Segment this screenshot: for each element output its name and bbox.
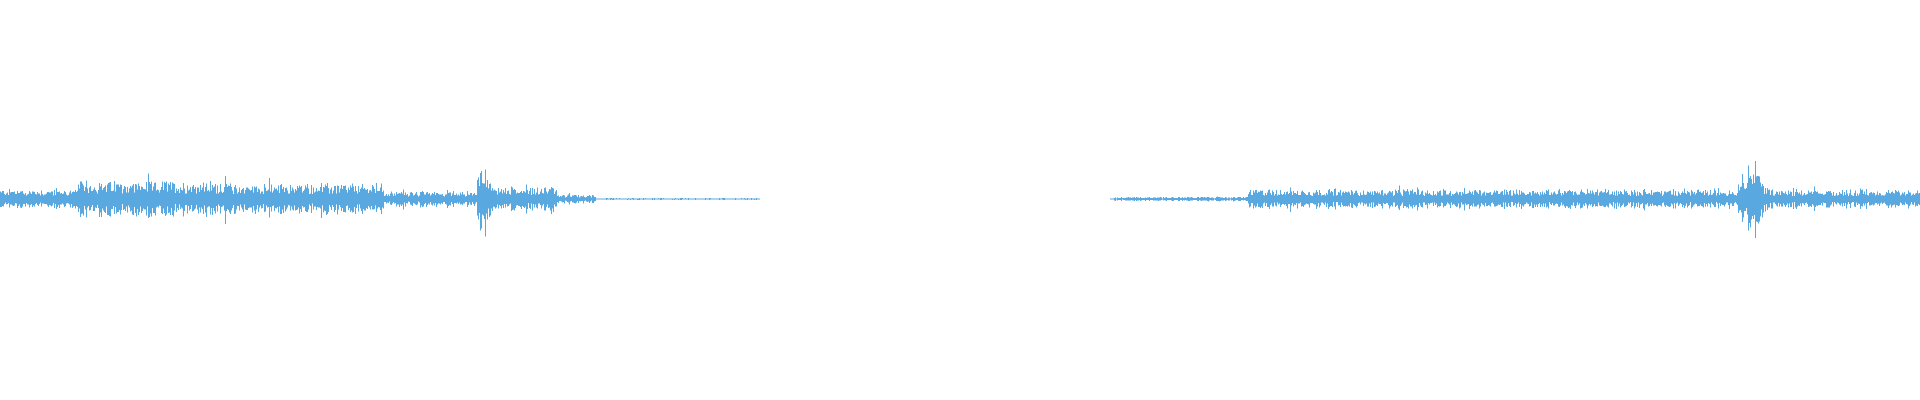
waveform-trace <box>0 161 1920 238</box>
